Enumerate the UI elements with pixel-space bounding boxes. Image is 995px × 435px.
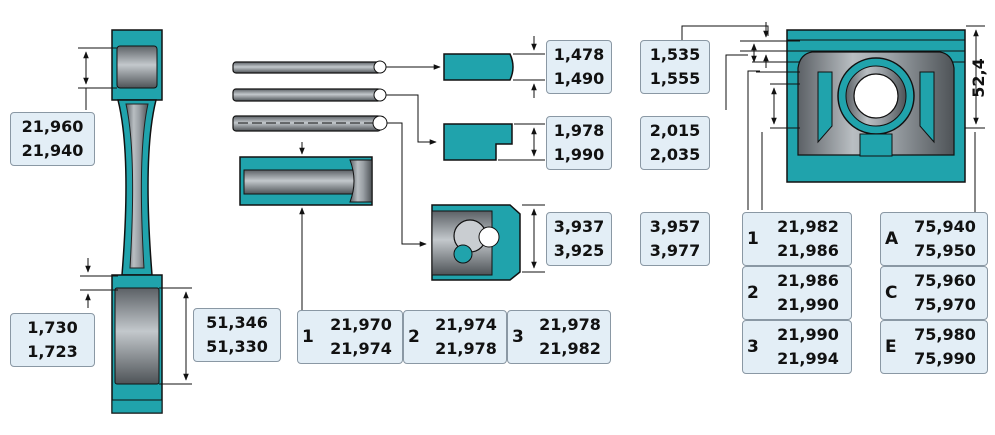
value-min: 21,978 (539, 315, 601, 334)
value-max: 1,490 (553, 69, 605, 88)
value-max: 21,994 (777, 349, 839, 368)
piston-class-E: E 75,980 75,990 (880, 320, 988, 374)
pin-class-1: 1 21,970 21,974 (297, 310, 403, 364)
value-max: 75,990 (914, 349, 976, 368)
connecting-rod (111, 29, 163, 414)
pin-class-2: 2 21,974 21,978 (403, 310, 507, 364)
pin-bore-class-2: 2 21,986 21,990 (742, 266, 852, 320)
piston-height-label: 52,4 (969, 58, 988, 98)
groove-top-label: 1,535 1,555 (640, 40, 710, 94)
value-min: 21,990 (777, 325, 839, 344)
piston (786, 29, 966, 183)
grade-letter: A (885, 229, 899, 249)
value-min: 1,478 (553, 45, 605, 64)
value-min: 3,957 (649, 217, 701, 236)
grade-letter: E (885, 337, 897, 357)
value-max: 3,937 (553, 217, 605, 236)
piston-dimension-lines (681, 22, 985, 212)
value-min: 51,330 (206, 337, 268, 356)
groove-oil-label: 3,957 3,977 (640, 212, 710, 266)
value-max: 21,978 (435, 339, 497, 358)
value-min: 1,535 (649, 45, 701, 64)
value-max: 51,346 (206, 313, 268, 332)
value-min: 2,015 (649, 121, 701, 140)
rod-bore-label: 51,346 51,330 (193, 308, 281, 362)
value-max: 21,974 (330, 339, 392, 358)
piston-pin (239, 142, 373, 310)
value-min: 1,978 (553, 121, 605, 140)
value-max: 75,970 (914, 295, 976, 314)
value-max: 1,555 (649, 69, 701, 88)
groove-second-label: 2,015 2,035 (640, 116, 710, 170)
ring-dimension-lines (498, 36, 545, 273)
value-min: 75,940 (914, 217, 976, 236)
value-min: 21,970 (330, 315, 392, 334)
ring-leader-lines (386, 64, 441, 247)
value-max: 1,990 (553, 145, 605, 164)
ring-second-label: 1,978 1,990 (546, 116, 612, 170)
class-number: 1 (302, 327, 314, 347)
value-min: 75,980 (914, 325, 976, 344)
piston-rings (232, 60, 388, 132)
ring-oil-label: 3,937 3,925 (546, 212, 612, 266)
value-max: 21,982 (539, 339, 601, 358)
ring-top-label: 1,478 1,490 (546, 40, 612, 94)
value-max: 21,990 (777, 295, 839, 314)
value-min: 21,940 (21, 141, 84, 160)
piston-class-A: A 75,940 75,950 (880, 212, 988, 266)
value-max: 2,035 (649, 145, 701, 164)
value-max: 3,977 (649, 241, 701, 260)
value-max: 75,950 (914, 241, 976, 260)
value-min: 21,982 (777, 217, 839, 236)
value-min: 75,960 (914, 271, 976, 290)
value-max: 1,730 (27, 318, 78, 337)
ring-sections (431, 53, 521, 281)
grade-letter: C (885, 283, 898, 303)
class-number: 3 (747, 337, 759, 357)
value-max: 21,986 (777, 241, 839, 260)
class-number: 3 (512, 327, 524, 347)
rod-small-end-label: 21,960 21,940 (10, 112, 95, 166)
class-number: 2 (408, 327, 420, 347)
rod-dimension-lines (78, 47, 192, 385)
pin-class-3: 3 21,978 21,982 (507, 310, 611, 364)
value-min: 21,986 (777, 271, 839, 290)
value-min: 3,925 (553, 241, 605, 260)
pin-bore-class-3: 3 21,990 21,994 (742, 320, 852, 374)
value-min: 1,723 (27, 342, 78, 361)
value-min: 21,974 (435, 315, 497, 334)
rod-big-end-label: 1,730 1,723 (10, 313, 95, 367)
piston-class-C: C 75,960 75,970 (880, 266, 988, 320)
pin-bore-class-1: 1 21,982 21,986 (742, 212, 852, 266)
value-max: 21,960 (21, 117, 84, 136)
class-number: 2 (747, 283, 759, 303)
class-number: 1 (747, 229, 759, 249)
